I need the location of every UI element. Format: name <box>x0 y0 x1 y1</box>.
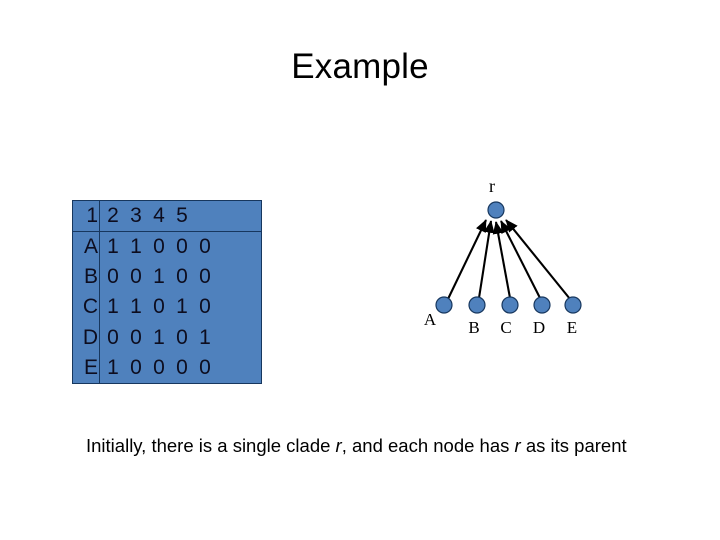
cell-c-1: 1 <box>107 295 119 319</box>
row-values-c: 1 1 0 1 0 <box>100 292 262 322</box>
cell-d-4: 0 <box>176 325 188 349</box>
cell-a-4: 0 <box>176 234 188 258</box>
cell-b-1: 0 <box>107 265 119 289</box>
edge-c-to-r <box>492 221 512 299</box>
caption-text-after: as its parent <box>520 435 627 456</box>
tree-node-root[interactable] <box>487 201 505 219</box>
row-label-e: E <box>73 352 100 383</box>
matrix-column-headers: 2 3 4 5 <box>99 201 261 232</box>
matrix-corner-header: 1 <box>73 201 100 232</box>
caption-text-middle: , and each node has <box>341 435 515 456</box>
caption-italic-r-1: r <box>335 435 342 456</box>
row-values-b: 0 0 1 0 0 <box>100 261 262 291</box>
column-header-2: 2 <box>107 204 119 228</box>
cell-d-5: 1 <box>199 325 211 349</box>
table-row: C 1 1 0 1 0 <box>73 291 262 323</box>
caption-italic-r-2: r <box>514 435 521 456</box>
row-label-d: D <box>73 322 100 353</box>
character-matrix: 1 2 3 4 5 A 1 <box>72 200 262 384</box>
tree-node-label-root: r <box>489 176 495 196</box>
cell-b-3: 1 <box>153 265 165 289</box>
cell-d-1: 0 <box>107 325 119 349</box>
column-header-3: 3 <box>130 204 142 228</box>
row-label-b: B <box>73 261 100 292</box>
tree-node-b[interactable] <box>468 296 486 314</box>
matrix-header: 1 2 3 4 5 <box>73 201 261 232</box>
tree-node-a[interactable] <box>435 296 453 314</box>
cell-c-5: 0 <box>199 295 211 319</box>
row-values-a: 1 1 0 0 0 <box>100 231 262 261</box>
row-label-a: A <box>73 231 100 262</box>
table-row: D 0 0 1 0 1 <box>73 322 262 353</box>
tree-node-label-b: B <box>468 318 479 337</box>
row-values-d: 0 0 1 0 1 <box>100 322 262 352</box>
page-title: Example <box>291 47 429 86</box>
cell-c-3: 0 <box>153 295 165 319</box>
caption-text-before: Initially, there is a single clade <box>86 435 336 456</box>
tree-svg: r A B C D E <box>424 176 582 337</box>
cell-a-5: 0 <box>199 234 211 258</box>
table-row: B 0 0 1 0 0 <box>73 261 262 292</box>
cell-e-3: 0 <box>153 356 165 380</box>
column-header-5: 5 <box>176 204 188 228</box>
cell-d-2: 0 <box>130 325 142 349</box>
cell-a-3: 0 <box>153 234 165 258</box>
cell-d-3: 1 <box>153 325 165 349</box>
column-header-4: 4 <box>153 204 165 228</box>
cell-a-2: 1 <box>130 234 142 258</box>
edge-a-to-r <box>447 219 487 300</box>
table-row: A 1 1 0 0 0 <box>73 231 262 262</box>
tree-node-label-d: D <box>533 318 545 337</box>
row-label-c: C <box>73 291 100 323</box>
table-header-row: 1 2 3 4 5 <box>73 201 261 232</box>
tree-node-c[interactable] <box>501 296 519 314</box>
table-row: E 1 0 0 0 0 <box>73 352 262 383</box>
cell-a-1: 1 <box>107 234 119 258</box>
cell-e-4: 0 <box>176 356 188 380</box>
matrix-body: A 1 1 0 0 0 B 0 <box>73 231 261 383</box>
cell-e-5: 0 <box>199 356 211 380</box>
tree-node-label-a: A <box>424 310 437 329</box>
edge-b-to-r <box>477 220 495 299</box>
cell-b-5: 0 <box>199 265 211 289</box>
tree-node-e[interactable] <box>564 296 582 314</box>
cell-c-2: 1 <box>130 295 142 319</box>
cell-b-2: 0 <box>130 265 142 289</box>
tree-edges <box>447 219 571 300</box>
edge-e-to-r <box>505 219 571 300</box>
cell-c-4: 1 <box>176 295 188 319</box>
row-values-e: 1 0 0 0 0 <box>100 353 262 383</box>
tree-node-label-c: C <box>500 318 511 337</box>
tree-node-label-e: E <box>567 318 577 337</box>
cell-b-4: 0 <box>176 265 188 289</box>
slide-caption: Initially, there is a single clade r, an… <box>86 432 666 459</box>
clade-tree-diagram: r A B C D E <box>400 172 630 347</box>
tree-node-d[interactable] <box>533 296 551 314</box>
cell-e-1: 1 <box>107 356 119 380</box>
edge-d-to-r <box>500 220 541 299</box>
matrix-grid: 1 2 3 4 5 A 1 <box>73 201 261 383</box>
cell-e-2: 0 <box>130 356 142 380</box>
